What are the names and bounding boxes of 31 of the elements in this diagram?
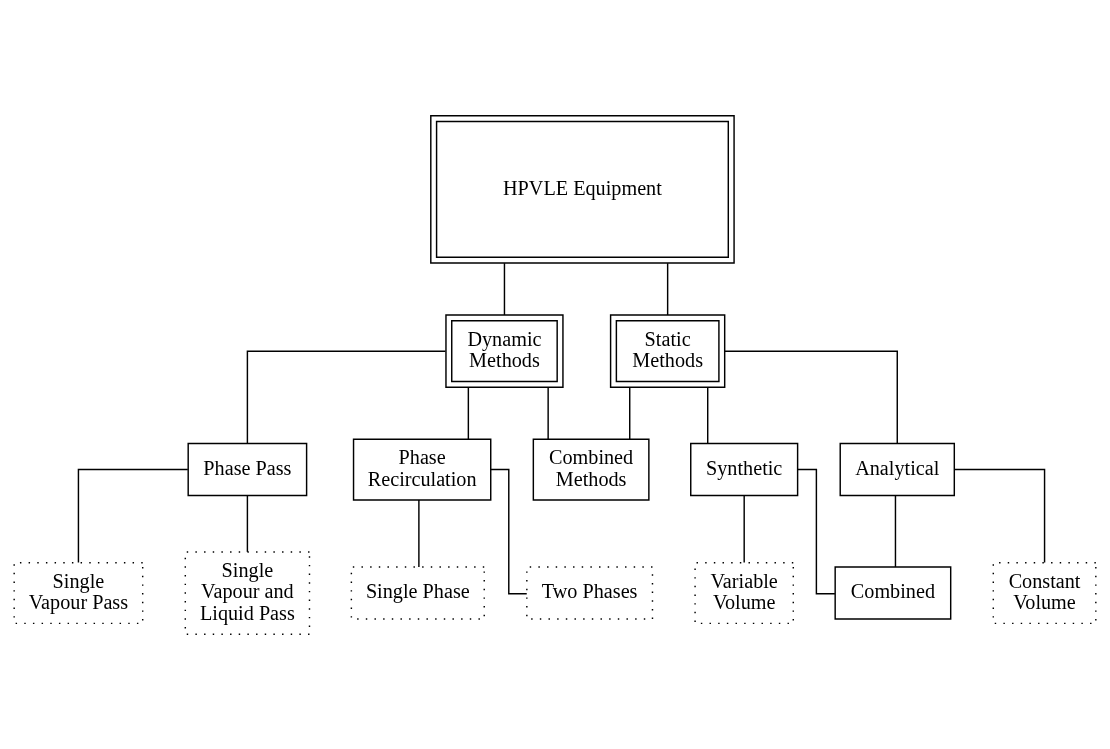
connector xyxy=(490,468,528,594)
connector xyxy=(418,498,420,568)
connector xyxy=(724,349,898,444)
connector xyxy=(77,468,189,563)
node-box: Single Vapour Pass xyxy=(13,561,144,624)
node-box: Variable Volume xyxy=(694,561,794,624)
connector xyxy=(246,494,249,553)
node-box: Single Phase xyxy=(350,565,485,620)
connector xyxy=(797,468,836,594)
connector xyxy=(743,494,745,563)
node-box: Phase Pass xyxy=(187,442,308,496)
connector xyxy=(503,261,506,316)
connector xyxy=(629,386,631,440)
node-box: Combined Methods xyxy=(532,438,650,501)
node-box: Single Vapour and Liquid Pass xyxy=(184,550,311,635)
node-box: Synthetic xyxy=(690,442,799,496)
node-box: Phase Recirculation xyxy=(352,438,492,501)
connector xyxy=(953,468,1046,563)
node-box: HPVLE Equipment xyxy=(430,114,735,264)
node-box: Two Phases xyxy=(526,565,654,620)
node-box: Analytical xyxy=(839,442,956,496)
node-box: Constant Volume xyxy=(992,561,1097,624)
connector xyxy=(547,386,549,440)
connector xyxy=(894,494,897,568)
connector xyxy=(467,386,470,440)
node-box: Dynamic Methods xyxy=(445,313,564,388)
node-box: Static Methods xyxy=(609,313,726,388)
connector xyxy=(246,349,447,444)
connector xyxy=(707,386,709,444)
node-box: Combined xyxy=(834,565,952,620)
connector xyxy=(666,261,669,316)
